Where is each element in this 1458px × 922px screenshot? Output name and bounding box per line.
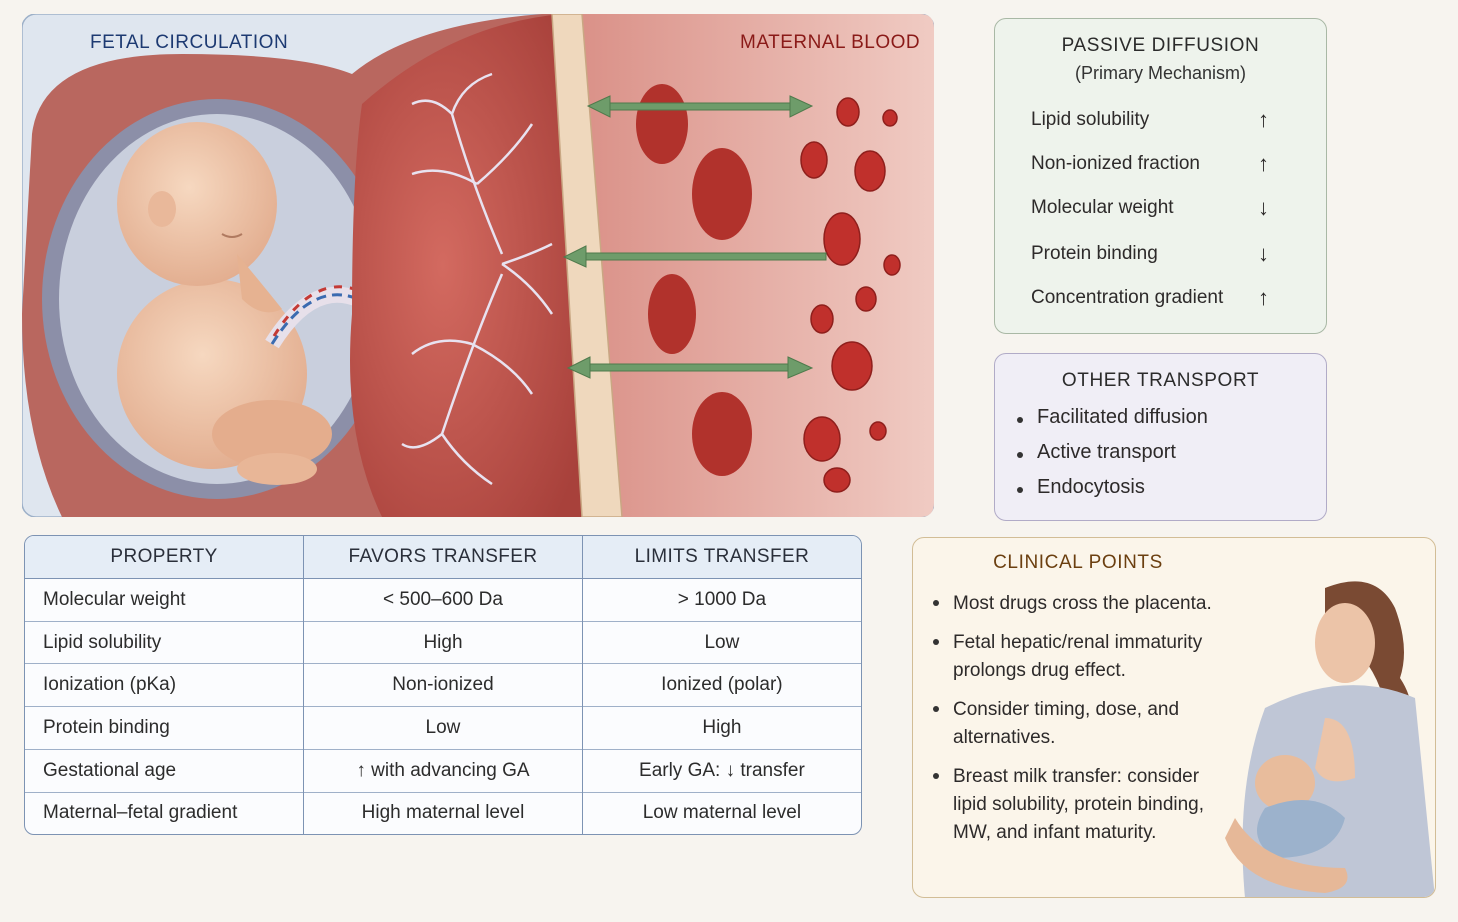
property-table: PROPERTY FAVORS TRANSFER LIMITS TRANSFER… (24, 535, 862, 835)
table-row: Ionization (pKa) Non-ionized Ionized (po… (25, 663, 861, 707)
table-cell: Gestational age (25, 748, 305, 793)
table-row: Lipid solubility High Low (25, 620, 861, 664)
list-item: Endocytosis (1015, 476, 1208, 511)
table-row: Maternal–fetal gradient High maternal le… (25, 791, 861, 834)
table-cell: Ionized (polar) (582, 663, 861, 707)
table-cell: ↑ with advancing GA (303, 748, 583, 793)
other-transport-title: OTHER TRANSPORT (1061, 370, 1260, 391)
table-cell: Lipid solubility (25, 620, 305, 664)
placenta (350, 14, 582, 517)
breastfeeding-mother-illustration (1225, 581, 1435, 897)
passive-diffusion-subtitle: (Primary Mechanism) (1074, 63, 1247, 83)
table-cell: Molecular weight (25, 578, 305, 622)
maternal-blood-label: MATERNAL BLOOD (740, 32, 921, 53)
arrow-up-icon: ↑ (1258, 107, 1269, 132)
table-cell: < 500–600 Da (303, 578, 583, 622)
table-cell: Early GA: ↓ transfer (582, 748, 861, 793)
factor-row: Molecular weight ↓ (1031, 195, 1269, 225)
placenta-illustration: FETAL CIRCULATION MATERNAL BLOOD (22, 14, 934, 517)
factor-label: Molecular weight (1031, 197, 1174, 218)
column-header: PROPERTY (25, 536, 305, 579)
column-header: LIMITS TRANSFER (582, 536, 861, 579)
factor-label: Lipid solubility (1031, 109, 1150, 130)
table-cell: Low (303, 706, 583, 750)
list-item: Facilitated diffusion (1015, 406, 1208, 441)
table-header-row: PROPERTY FAVORS TRANSFER LIMITS TRANSFER (25, 536, 861, 579)
factor-label: Protein binding (1031, 243, 1158, 264)
villi-tree (401, 72, 554, 486)
table-cell: High (582, 706, 861, 750)
red-blood-cells (800, 97, 901, 493)
table-cell: > 1000 Da (582, 578, 861, 622)
table-cell: Non-ionized (303, 663, 583, 707)
clinical-points-box: CLINICAL POINTS Most drugs cross the pla… (912, 537, 1436, 898)
list-item: Most drugs cross the placenta. (931, 590, 1221, 618)
table-cell: Low (582, 620, 861, 664)
list-item: Consider timing, dose, and alternatives. (931, 696, 1221, 752)
factor-label: Non-ionized fraction (1031, 153, 1200, 174)
arrow-up-icon: ↑ (1258, 151, 1269, 176)
clinical-points-list: Most drugs cross the placenta. Fetal hep… (931, 590, 1221, 858)
basal-plate (551, 14, 623, 517)
other-transport-list: Facilitated diffusion Active transport E… (1015, 406, 1208, 511)
factor-label: Concentration gradient (1031, 287, 1224, 308)
factor-row: Protein binding ↓ (1031, 241, 1269, 271)
fetus (117, 122, 332, 485)
factor-row: Lipid solubility ↑ (1031, 107, 1269, 137)
table-cell: High maternal level (303, 791, 583, 834)
table-cell: Ionization (pKa) (25, 663, 305, 707)
passive-diffusion-title: PASSIVE DIFFUSION (1061, 35, 1260, 56)
exchange-arrows (562, 95, 827, 379)
table-cell: Maternal–fetal gradient (25, 791, 305, 834)
factor-row: Concentration gradient ↑ (1031, 285, 1269, 315)
placenta-drawing (22, 14, 934, 517)
arrow-down-icon: ↓ (1258, 195, 1269, 220)
fetal-circulation-label: FETAL CIRCULATION (90, 32, 289, 53)
arrow-down-icon: ↓ (1258, 241, 1269, 266)
list-item: Breast milk transfer: consider lipid sol… (931, 763, 1221, 847)
factor-row: Non-ionized fraction ↑ (1031, 151, 1269, 181)
list-item: Fetal hepatic/renal immaturity prolongs … (931, 629, 1221, 685)
table-cell: Protein binding (25, 706, 305, 750)
clinical-points-title: CLINICAL POINTS (993, 552, 1163, 573)
arrow-up-icon: ↑ (1258, 285, 1269, 310)
table-row: Molecular weight < 500–600 Da > 1000 Da (25, 578, 861, 622)
column-header: FAVORS TRANSFER (303, 536, 583, 579)
table-cell: High (303, 620, 583, 664)
list-item: Active transport (1015, 441, 1208, 476)
other-transport-box: OTHER TRANSPORT Facilitated diffusion Ac… (994, 353, 1327, 521)
passive-diffusion-box: PASSIVE DIFFUSION (Primary Mechanism) Li… (994, 18, 1327, 334)
table-cell: Low maternal level (582, 791, 861, 834)
table-row: Protein binding Low High (25, 706, 861, 750)
table-row: Gestational age ↑ with advancing GA Earl… (25, 748, 861, 793)
